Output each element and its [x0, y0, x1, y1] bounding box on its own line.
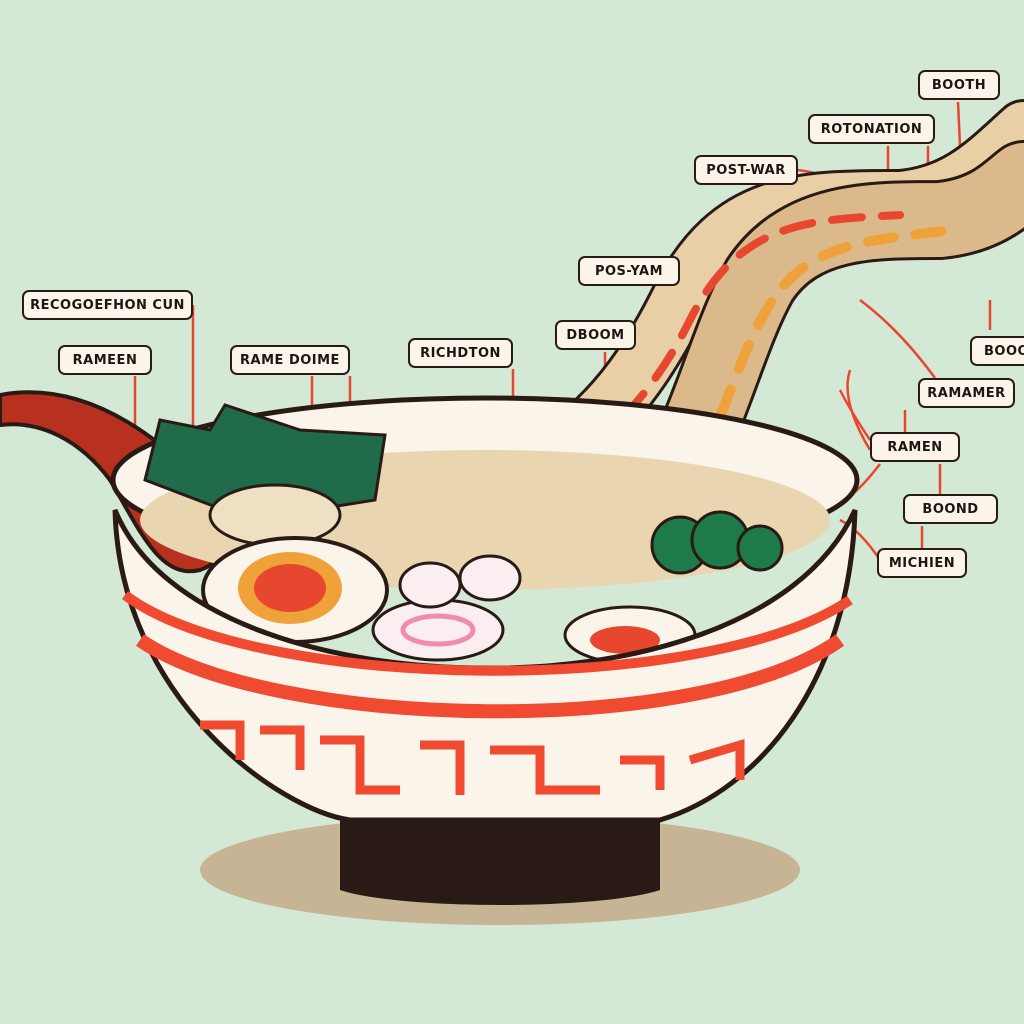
- narutomaki-3: [458, 554, 522, 602]
- egg-yolk-2: [590, 626, 660, 654]
- label-booth: BOOTH: [918, 70, 1000, 100]
- label-rotonation: ROTONATION: [808, 114, 935, 144]
- label-booo: BOOO: [970, 336, 1024, 366]
- label-dboom: DBOOM: [555, 320, 636, 350]
- label-pos-yam: POS-YAM: [578, 256, 680, 286]
- label-richdton: RICHDTON: [408, 338, 513, 368]
- egg-yolk-center: [254, 564, 326, 612]
- broccoli: [650, 510, 784, 575]
- bowl-foot: [340, 820, 660, 905]
- label-rameen: RAMEEN: [58, 345, 152, 375]
- label-post-war: POST-WAR: [694, 155, 798, 185]
- narutomaki: [371, 598, 505, 662]
- narutomaki-2: [398, 561, 462, 609]
- label-ramen: RAMEN: [870, 432, 960, 462]
- meatball: [208, 483, 342, 547]
- label-michien: MICHIEN: [877, 548, 967, 578]
- narutomaki-swirl: [400, 613, 476, 647]
- label-ramamer: RAMAMER: [918, 378, 1015, 408]
- label-rame-doime: RAME DOIME: [230, 345, 350, 375]
- label-boond: BOOND: [903, 494, 998, 524]
- label-recogoefhon-cun: RECOGOEFHON CUN: [22, 290, 193, 320]
- bowl-stripes: [121, 591, 853, 795]
